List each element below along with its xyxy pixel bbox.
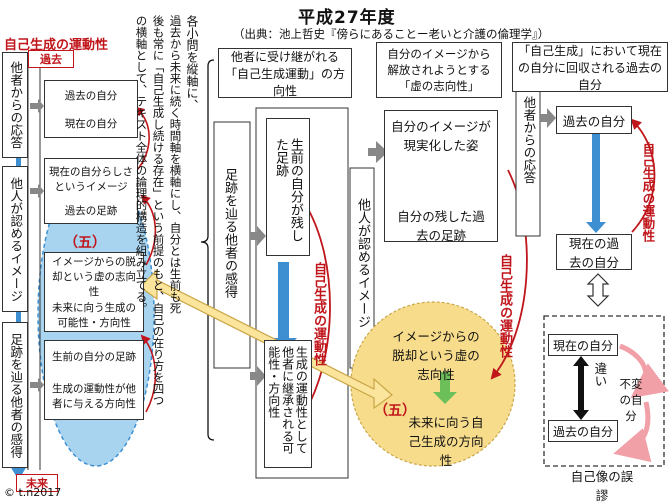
col-c-grey-arrow — [540, 108, 556, 128]
self-image-caption: 自己像の誤謬 — [570, 469, 634, 503]
col-a-red-label: 自己生成の運動性 — [310, 262, 326, 366]
col-b-box-top — [384, 110, 498, 242]
left-item-future-possibility: 未来に向う生成の可能性・方向性 — [52, 302, 136, 330]
left-item-generation-direction: 生成の運動性が他者に与える方向性 — [52, 382, 136, 410]
col-b-box-top-sub: 自分の残した過去の足跡 — [397, 209, 485, 243]
self-image-difference-arrow — [573, 356, 589, 420]
left-side-label-other-recognize: 他人が認めるイメージ — [2, 166, 28, 312]
left-item-past-trace: 過去の足跡 — [64, 205, 118, 218]
explanation-column: の横軸として、テキスト全体の論理的構造を組み立てる。 — [134, 15, 149, 314]
col-c-box-top: 過去の自分 — [556, 106, 632, 134]
left-item-present-self: 現在の自分 — [64, 117, 118, 130]
source-citation: （出典：池上哲史『傍らにあることー老いと介護の倫理学』） — [233, 27, 550, 41]
col-a-red-curve-arrow — [298, 194, 331, 421]
col-c-header: 「自己生成」において現在の自分に回収される過去の自分 — [512, 42, 668, 92]
self-image-pink-arrow — [613, 401, 652, 463]
col-a-blue-arrow — [270, 262, 297, 352]
left-item-past-self: 過去の自分 — [64, 89, 118, 102]
col-c-side-frame — [515, 85, 541, 237]
past-label: 過去 — [28, 50, 74, 68]
col-a-header: 他者に受け継がれる「自己生成運動」の方向性 — [218, 48, 352, 98]
left-box-life-trace: 生前の自分の足跡 生成の運動性が他者に与える方向性 — [44, 340, 144, 420]
left-grey-arrow — [30, 99, 44, 113]
left-box-past-self: 過去の自分 現在の自分 — [44, 80, 138, 138]
explanation-column: 過去から未来に続く時間軸を横軸にし、自分とは生前も死 — [168, 15, 183, 314]
left-grey-arrow — [30, 378, 44, 392]
explanation-column: 後も常に「自己生成し続ける存在」という前提のもと、自己の在り方を四つ — [151, 15, 166, 406]
col-a-box-bottom — [264, 340, 312, 468]
left-item-likeness-image: 現在の自分らしさというイメージ — [49, 165, 133, 193]
yellow-double-arrow — [139, 268, 393, 410]
col-c-blue-arrow — [586, 134, 606, 233]
col-b-box-top-text: 自分のイメージが現実化した姿 — [391, 119, 491, 153]
left-item-life-trace: 生前の自分の足跡 — [52, 351, 136, 364]
col-b-red-label: 自己生成の運動性 — [496, 254, 512, 358]
col-a-grey-arrow — [250, 366, 266, 386]
future-label: 未来 — [16, 474, 58, 492]
self-image-unchanged: 不変の自分 — [619, 377, 643, 423]
col-a-box-top-text: 生前の自分が残した足跡 — [272, 138, 303, 242]
left-red-curve-arrow — [140, 194, 157, 266]
copyright: © t.n2017 — [4, 486, 62, 499]
col-b-green-arrow — [433, 372, 457, 404]
self-image-present: 現在の自分 — [548, 334, 618, 356]
col-c-box-bottom: 現在の過去の自分 — [556, 234, 632, 270]
left-side-label-other-response: 他者からの応答 — [2, 52, 28, 158]
col-a-box-bottom-text: 生成の運動性として他者に継承される可能性・方向性 — [266, 346, 309, 454]
col-b-header: 自分のイメージから解放されようとする「虚の志向性」 — [376, 42, 502, 98]
self-image-difference: 違い — [592, 362, 608, 387]
col-b-circle-bottom: 未来に向う自己生成の方向性 — [408, 415, 484, 468]
col-a-grey-arrow — [250, 226, 266, 246]
col-b-side-label: 他人が認めるイメージ — [354, 198, 370, 328]
left-timeline-arrowhead — [10, 466, 27, 480]
left-grey-arrow — [30, 184, 44, 198]
col-c-red-label: 自己生成の運動性 — [640, 142, 656, 242]
col-b-circle-top: イメージからの脱却という虚の志向性 — [392, 329, 480, 382]
left-red-curve-arrow — [140, 334, 157, 413]
col-a-side-label: 足跡を辿る他者の感得 — [221, 168, 237, 298]
left-side-label-trace-other: 足跡を辿る他者の感得 — [2, 322, 28, 468]
explanation-brace — [200, 59, 215, 441]
self-image-past: 過去の自分 — [548, 420, 618, 442]
col-c-side-label: 他者からの応答 — [521, 96, 537, 184]
left-box-escape: イメージからの脱却という虚の志向性 未来に向う生成の可能性・方向性 — [44, 252, 144, 332]
col-b-side-frame — [349, 167, 375, 369]
left-panel-title: 自己生成の運動性 — [4, 38, 109, 53]
hollow-double-arrow — [586, 273, 610, 307]
col-c-red-curve-arrow — [630, 118, 656, 233]
left-item-escape-image: イメージからの脱却という虚の志向性 — [52, 255, 136, 298]
left-box-likeness: 現在の自分らしさというイメージ 過去の足跡 — [44, 158, 138, 224]
explanation-column: 各小問を縦軸に、 — [185, 15, 199, 111]
col-b-circle-five: （五） — [374, 403, 416, 419]
page-title: 平成27年度 — [298, 8, 396, 28]
self-image-pink-arrow — [618, 343, 669, 399]
col-a-box-top — [266, 118, 310, 256]
left-five-label: （五） — [64, 235, 106, 251]
col-b-grey-arrow — [368, 141, 388, 163]
